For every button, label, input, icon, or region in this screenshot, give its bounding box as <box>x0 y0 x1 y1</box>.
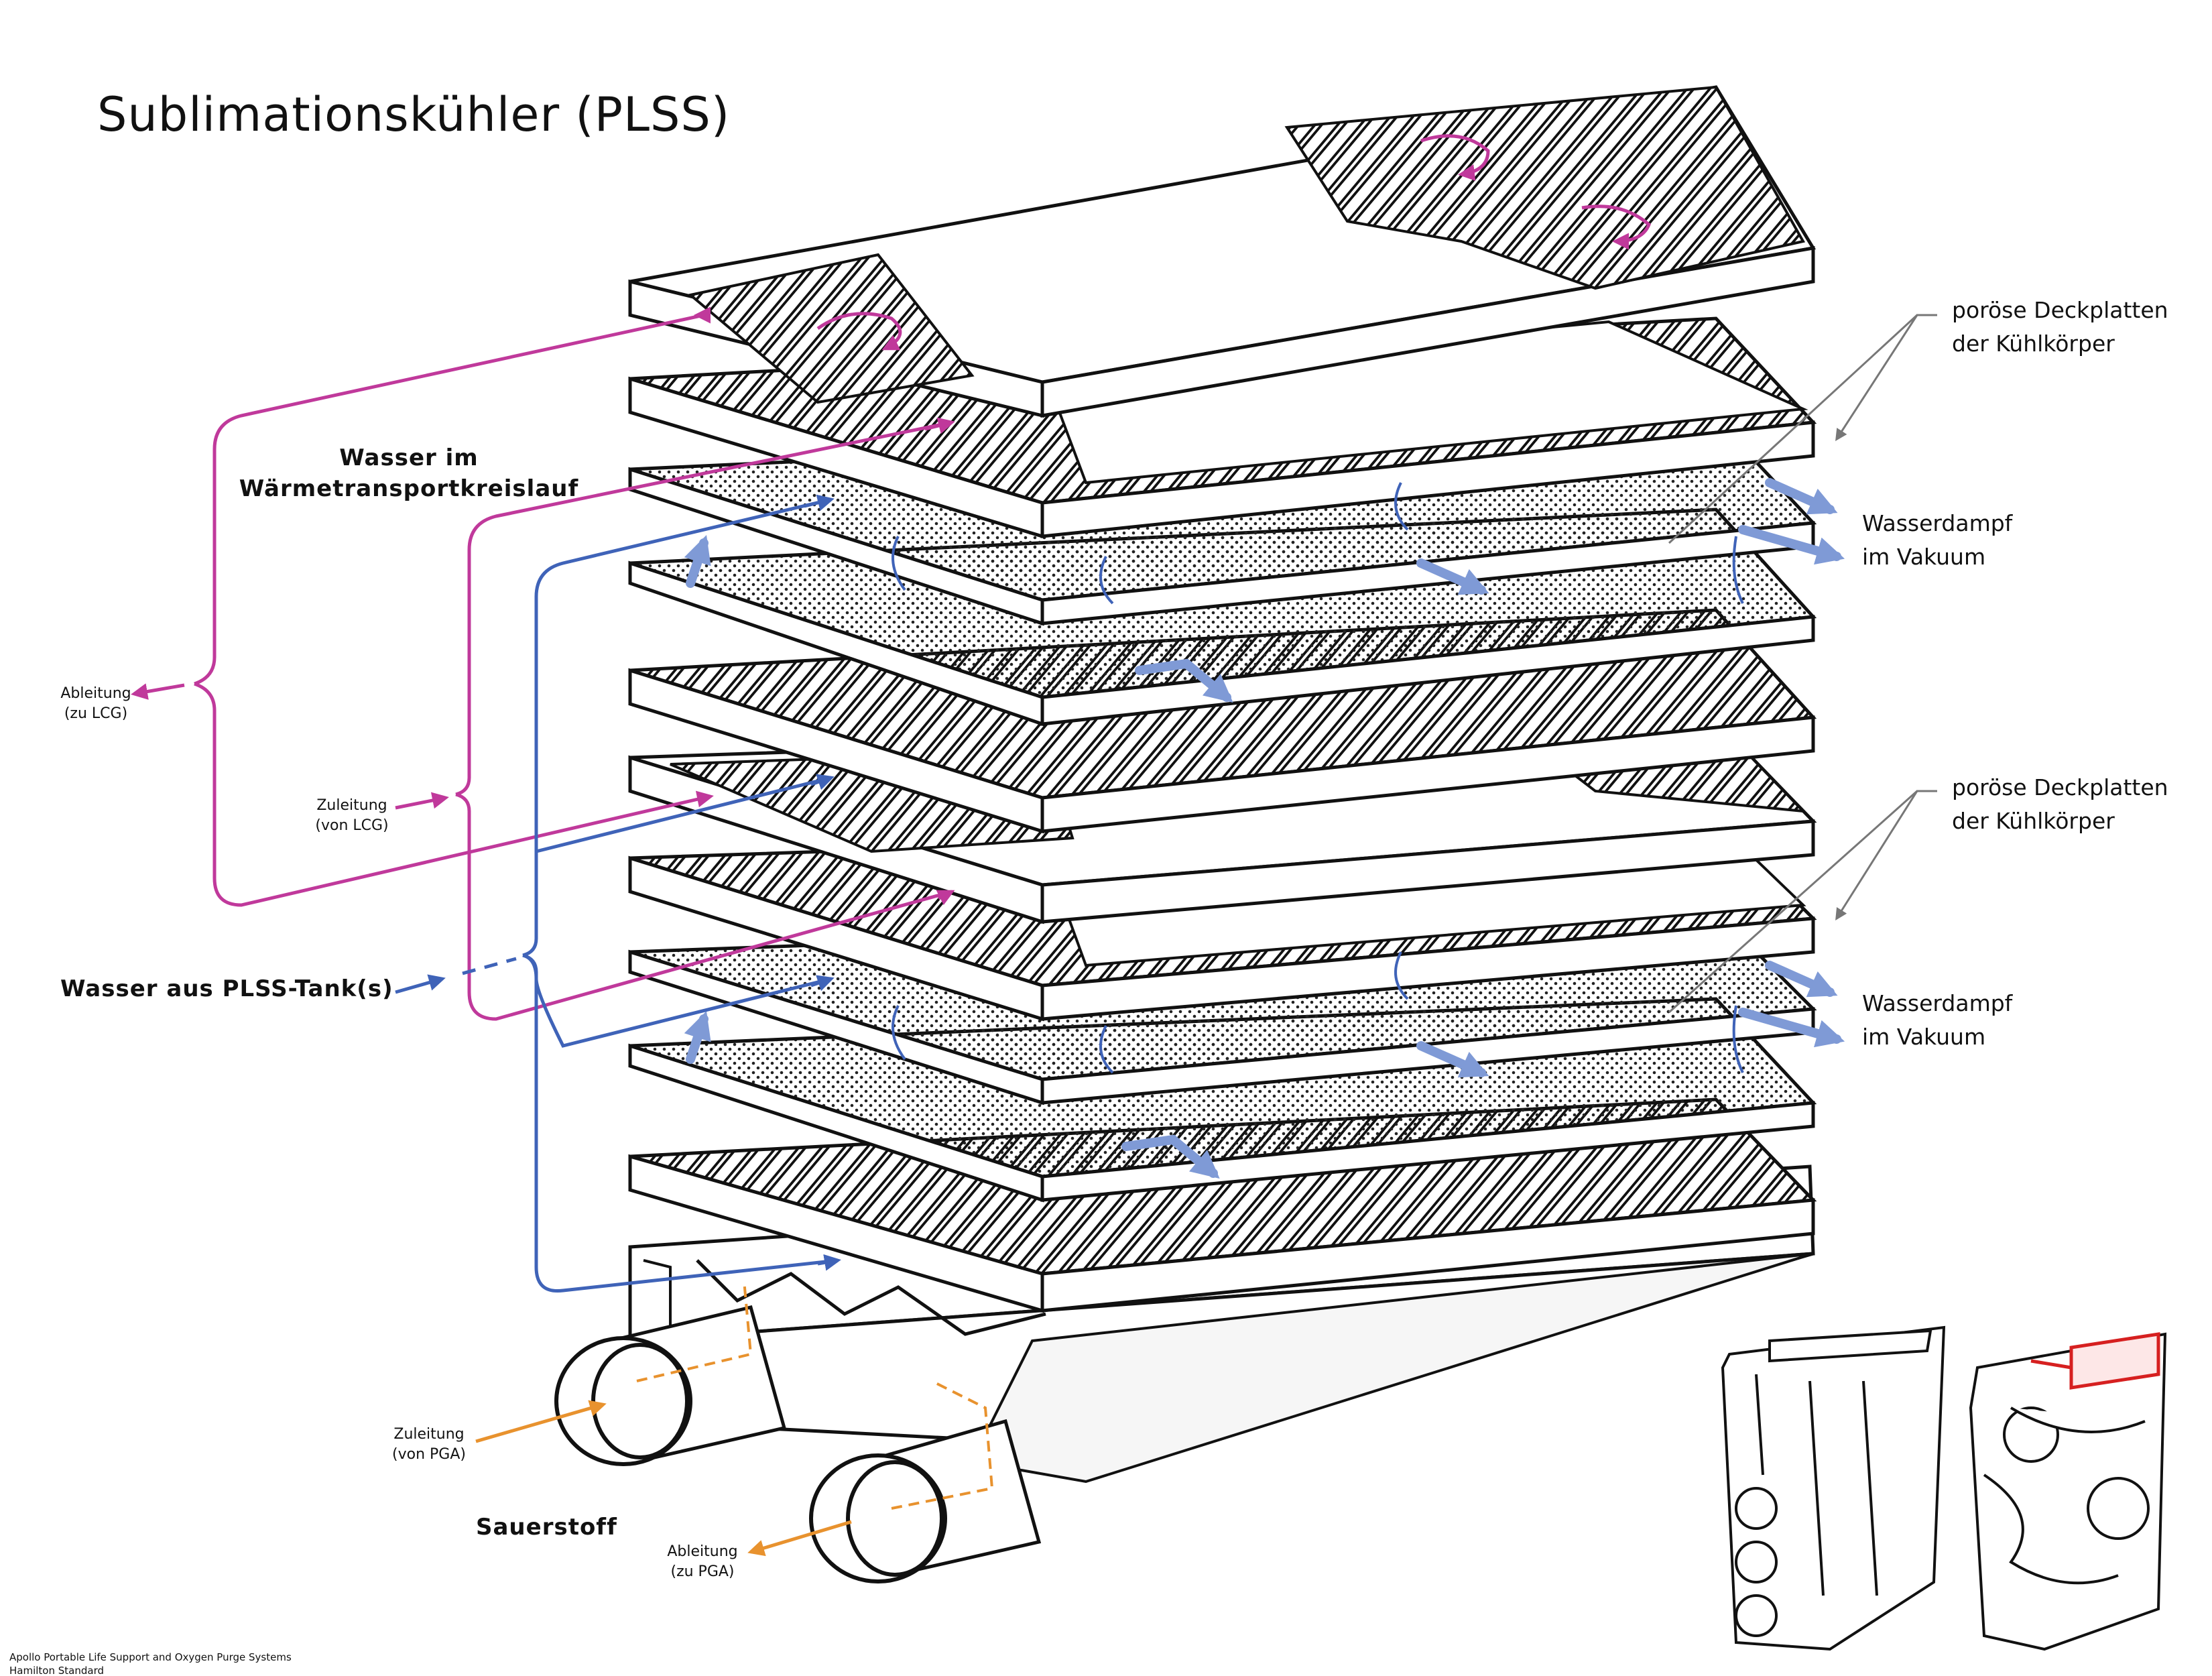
source-credit: Apollo Portable Life Support and Oxygen … <box>9 1651 292 1676</box>
vapor-label-upper: Wasserdampf im Vakuum <box>1862 507 2012 574</box>
outlet-pga-line-1: Ableitung <box>667 1543 738 1560</box>
lower-module <box>628 719 1817 1313</box>
vapor-lower-line-1: Wasserdampf <box>1862 990 2013 1016</box>
vapor-label-lower: Wasserdampf im Vakuum <box>1862 987 2012 1054</box>
porous-plates-upper-line-1: poröse Deckplatten <box>1952 297 2168 323</box>
outlet-pga-line-2: (zu PGA) <box>670 1563 735 1580</box>
oxygen-arrows <box>475 1400 852 1557</box>
vapor-upper-line-1: Wasserdampf <box>1862 510 2013 536</box>
porous-plates-lower-line-1: poröse Deckplatten <box>1952 774 2168 800</box>
credit-line-1: Apollo Portable Life Support and Oxygen … <box>9 1651 292 1663</box>
plss-internals-thumbnail <box>1969 1332 2167 1651</box>
outlet-lcg-line-1: Ableitung <box>60 685 131 702</box>
internal-flow-hints <box>892 482 1744 1074</box>
vapor-arrows <box>684 478 1845 1179</box>
upper-module <box>628 85 1817 834</box>
outlet-lcg-line-2: (zu LCG) <box>64 705 128 722</box>
tank-water-lines <box>395 494 841 1293</box>
porous-plates-upper-line-2: der Kühlkörper <box>1952 331 2115 357</box>
porous-plates-label-lower: poröse Deckplatten der Kühlkörper <box>1952 771 2168 838</box>
vapor-upper-line-2: im Vakuum <box>1862 544 1986 570</box>
inlet-pga-line-1: Zuleitung <box>393 1426 465 1443</box>
callout-lines <box>1668 314 1937 1014</box>
oxygen-label: Sauerstoff <box>476 1514 617 1541</box>
tank-water-label: Wasser aus PLSS-Tank(s) <box>60 975 393 1002</box>
page-title: Sublimationskühler (PLSS) <box>97 87 731 142</box>
outlet-pga-label: Ableitung (zu PGA) <box>667 1542 737 1582</box>
inlet-lcg-line-2: (von LCG) <box>315 817 389 834</box>
outlet-lcg-label: Ableitung (zu LCG) <box>60 684 131 724</box>
heat-transport-water-line-1: Wasser im <box>339 444 479 471</box>
inlet-pga-line-2: (von PGA) <box>392 1446 466 1463</box>
inlet-lcg-line-1: Zuleitung <box>316 797 387 814</box>
plss-housing-thumbnail <box>1721 1325 1946 1651</box>
transport-loop-lines <box>131 306 955 1021</box>
inlet-pga-label: Zuleitung (von PGA) <box>392 1425 466 1465</box>
porous-plates-label-upper: poröse Deckplatten der Kühlkörper <box>1952 294 2168 361</box>
credit-line-2: Hamilton Standard <box>9 1665 104 1676</box>
heat-transport-water-label: Wasser im Wärmetransportkreislauf <box>239 442 579 504</box>
oxygen-outlet-pipe <box>809 1380 1042 1583</box>
vapor-lower-line-2: im Vakuum <box>1862 1024 1986 1050</box>
inlet-lcg-label: Zuleitung (von LCG) <box>315 796 388 836</box>
heat-transport-water-line-2: Wärmetransportkreislauf <box>239 475 579 502</box>
porous-plates-lower-line-2: der Kühlkörper <box>1952 808 2115 834</box>
oxygen-inlet-pipe <box>554 1280 787 1466</box>
